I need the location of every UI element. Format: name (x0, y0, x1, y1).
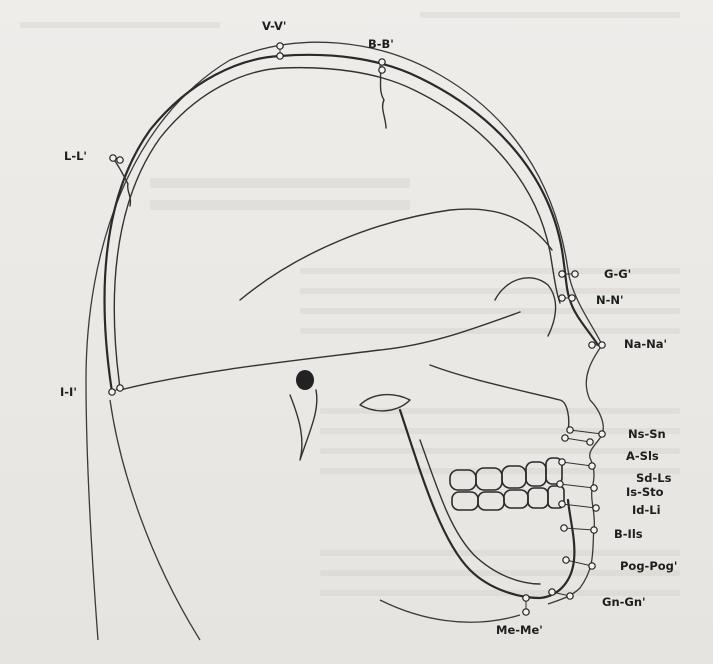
label-a-point: A-Sls (626, 449, 659, 463)
maxilla-line (430, 365, 569, 430)
zygomatic-line (120, 312, 520, 390)
label-inion: I-I' (60, 385, 77, 399)
landmark-points (109, 43, 605, 615)
orbit-line (495, 278, 556, 336)
label-supradentale: Sd-Ls (636, 471, 672, 485)
label-subnasale: Ns-Sn (628, 427, 666, 441)
label-glabella: G-G' (604, 267, 631, 281)
label-vertex: V-V' (262, 19, 286, 33)
label-nasal-tip: Na-Na' (624, 337, 667, 351)
label-nasion: N-N' (596, 293, 624, 307)
neck-line-front (380, 600, 520, 622)
measurement-lines (112, 46, 602, 612)
mastoid-line (290, 390, 317, 460)
label-infradentale: Id-Li (632, 503, 661, 517)
label-b-point: B-Ils (614, 527, 643, 541)
label-lambda: L-L' (64, 149, 87, 163)
label-pogonion: Pog-Pog' (620, 559, 677, 573)
neck-line-back (110, 400, 200, 640)
coronal-suture (380, 66, 386, 128)
ear-canal (296, 370, 314, 390)
teeth (450, 458, 564, 510)
mandible-inner-line (420, 440, 540, 584)
condyle-line (360, 395, 410, 411)
skin-profile-outer (86, 42, 603, 640)
label-stomion: Is-Sto (626, 485, 664, 499)
label-bregma: B-B' (368, 37, 394, 51)
label-gnathion: Gn-Gn' (602, 595, 646, 609)
label-menton: Me-Me' (496, 623, 543, 637)
